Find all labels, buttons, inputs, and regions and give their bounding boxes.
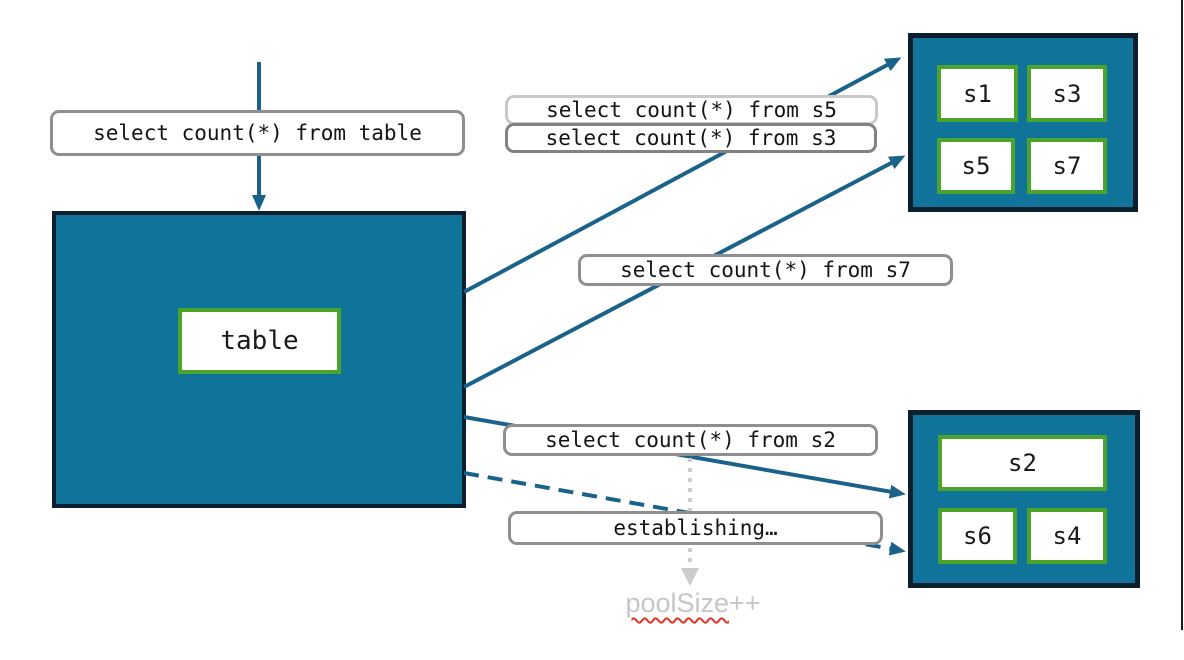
shard-box-s4: s4	[1027, 508, 1107, 564]
table-label-box: table	[178, 308, 341, 374]
shard-box-s1: s1	[937, 65, 1018, 122]
query-text: select count(*) from table	[93, 121, 422, 145]
shard-box-s7: s7	[1027, 138, 1107, 194]
label-establishing: establishing…	[508, 511, 883, 545]
query-label-from-table: select count(*) from table	[50, 110, 465, 156]
shard-label: s5	[961, 152, 991, 180]
query-text: select count(*) from s5	[546, 98, 837, 122]
query-text: select count(*) from s3	[545, 126, 837, 150]
poolsize-suffix: ++	[729, 588, 761, 618]
shard-label: s7	[1052, 152, 1082, 180]
shard-box-s3: s3	[1027, 65, 1107, 122]
query-label-from-s3: select count(*) from s3	[505, 123, 877, 153]
poolsize-text: poolSize	[625, 588, 730, 618]
shard-label: s6	[963, 522, 992, 550]
query-label-from-s5: select count(*) from s5	[505, 95, 878, 125]
query-text: select count(*) from s7	[620, 258, 911, 282]
shard-box-s6: s6	[938, 508, 1017, 564]
establishing-text: establishing…	[613, 516, 778, 540]
shard-label: s1	[963, 79, 992, 108]
poolsize-annotation: poolSize++	[598, 588, 788, 619]
shard-label: s4	[1052, 522, 1082, 550]
query-text: select count(*) from s2	[545, 428, 836, 452]
page-edge-line	[1181, 0, 1183, 630]
dotted-arrowhead	[681, 568, 699, 586]
table-label: table	[220, 326, 299, 356]
shard-label: s2	[1008, 449, 1037, 477]
shard-label: s3	[1052, 79, 1082, 108]
query-label-from-s2: select count(*) from s2	[503, 424, 878, 456]
shard-box-s5: s5	[937, 138, 1015, 194]
query-label-from-s7: select count(*) from s7	[578, 254, 953, 286]
shard-box-s2: s2	[938, 435, 1107, 491]
